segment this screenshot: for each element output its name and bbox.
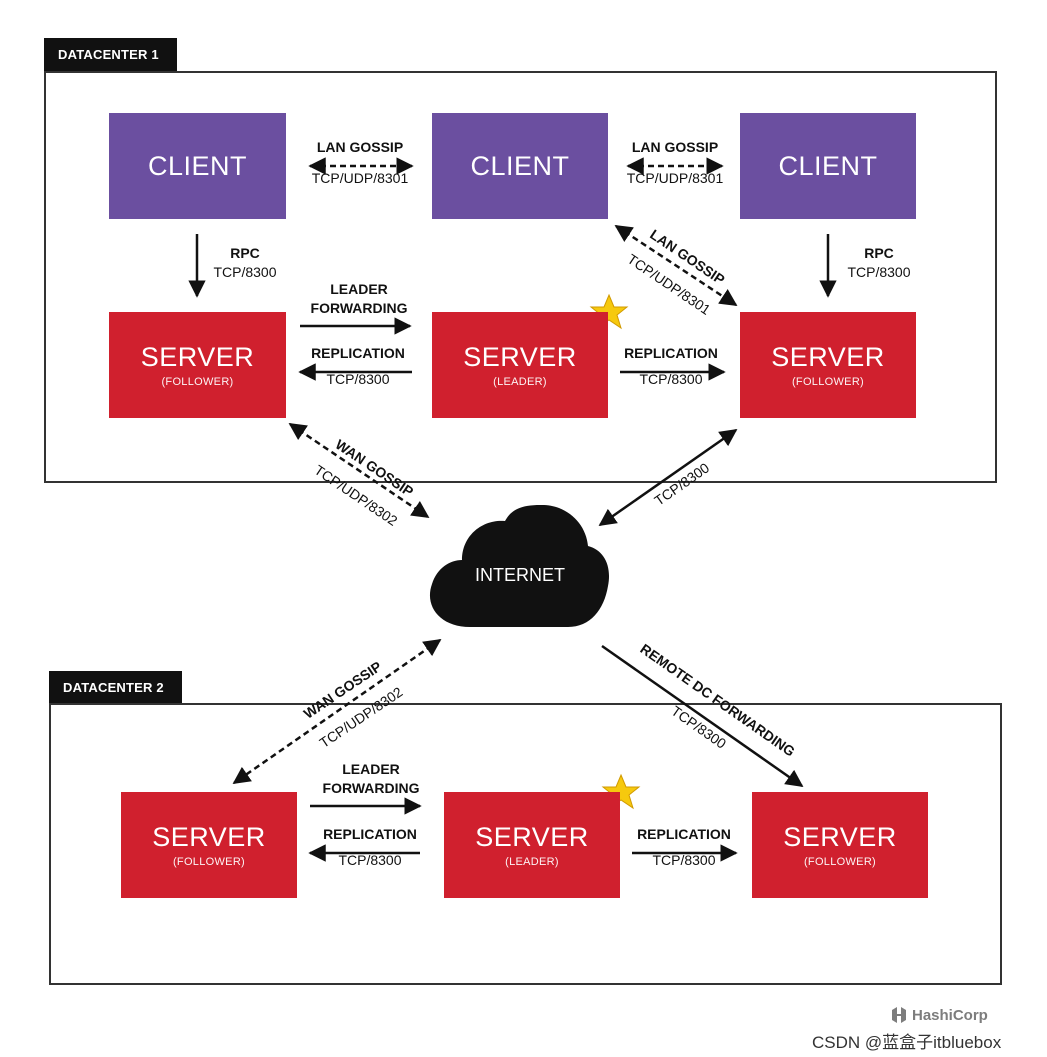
dc1-tcp-internet-link [598, 428, 738, 527]
dc2-server-follower-left[interactable]: SERVER (FOLLOWER) [121, 792, 297, 898]
dc2-replication-right-label: REPLICATION TCP/8300 [624, 825, 744, 870]
lan-gossip-diagonal-link [614, 224, 738, 307]
hashicorp-logo-icon [892, 1007, 906, 1023]
node-role: (LEADER) [493, 376, 547, 388]
lan-gossip-label-2: LAN GOSSIP TCP/UDP/8301 [615, 138, 735, 188]
dc1-server-leader[interactable]: SERVER (LEADER) [432, 312, 608, 418]
dc1-leader-forwarding-label: LEADER FORWARDING [300, 280, 418, 318]
remote-dc-forwarding-link [601, 644, 804, 788]
node-name: SERVER [140, 342, 255, 372]
label-title: REPLICATION [637, 826, 731, 842]
csdn-watermark: CSDN @蓝盒子itbluebox [812, 1033, 1002, 1052]
label-line: FORWARDING [322, 780, 420, 796]
node-name: SERVER [475, 822, 589, 852]
node-name: SERVER [463, 342, 577, 372]
label-port: TCP/8300 [652, 852, 716, 868]
dc1-server-follower-right[interactable]: SERVER (FOLLOWER) [740, 312, 916, 418]
lan-gossip-label-1: LAN GOSSIP TCP/UDP/8301 [300, 138, 420, 188]
node-name: SERVER [783, 822, 897, 852]
label-title: REPLICATION [624, 345, 718, 361]
label-title: RPC [230, 245, 260, 261]
node-name: SERVER [152, 822, 266, 852]
node-name: CLIENT [147, 150, 248, 181]
dc1-client-3[interactable]: CLIENT [740, 113, 916, 219]
label-title: LAN GOSSIP [316, 139, 404, 155]
hashicorp-brand: HashiCorp [890, 1006, 988, 1024]
rpc-label-2: RPC TCP/8300 [839, 244, 919, 282]
internet-label: INTERNET [475, 565, 565, 585]
label-title: RPC [864, 245, 894, 261]
cloud-icon [429, 505, 610, 627]
dc1-server-follower-left[interactable]: SERVER (FOLLOWER) [109, 312, 286, 418]
node-role: (FOLLOWER) [172, 856, 246, 868]
dc2-server-leader[interactable]: SERVER (LEADER) [444, 792, 620, 898]
label-title: REPLICATION [311, 345, 405, 361]
dc1-client-1[interactable]: CLIENT [109, 113, 286, 219]
label-title: REPLICATION [323, 826, 417, 842]
dc2-server-follower-right[interactable]: SERVER (FOLLOWER) [752, 792, 928, 898]
node-role: (FOLLOWER) [791, 376, 865, 388]
label-line: LEADER [342, 761, 400, 777]
label-port: TCP/8300 [639, 371, 703, 387]
dc2-leader-forwarding-label: LEADER FORWARDING [312, 760, 430, 798]
label-port: TCP/8300 [847, 264, 911, 280]
label-port: TCP/8300 [338, 852, 402, 868]
datacenter-2-tab: DATACENTER 2 [49, 671, 182, 703]
dc1-replication-left-label: REPLICATION TCP/8300 [298, 344, 418, 389]
label-line: FORWARDING [310, 300, 408, 316]
label-port: TCP/UDP/8301 [626, 170, 724, 186]
datacenter-1-tab: DATACENTER 1 [44, 38, 177, 71]
node-role: (FOLLOWER) [161, 376, 234, 388]
node-name: SERVER [771, 342, 885, 372]
label-line: LEADER [330, 281, 388, 297]
label-port: TCP/8300 [213, 264, 277, 280]
brand-text: HashiCorp [912, 1006, 988, 1024]
dc1-replication-right-label: REPLICATION TCP/8300 [611, 344, 731, 389]
node-name: CLIENT [470, 150, 570, 181]
label-title: LAN GOSSIP [631, 139, 719, 155]
node-name: CLIENT [778, 150, 878, 181]
dc1-client-2[interactable]: CLIENT [432, 113, 608, 219]
node-role: (FOLLOWER) [803, 856, 877, 868]
rpc-label-1: RPC TCP/8300 [205, 244, 285, 282]
label-port: TCP/8300 [326, 371, 390, 387]
dc2-replication-left-label: REPLICATION TCP/8300 [310, 825, 430, 870]
dc1-wan-gossip-link [288, 422, 430, 519]
node-role: (LEADER) [505, 856, 559, 868]
label-port: TCP/UDP/8301 [311, 170, 409, 186]
dc2-wan-gossip-link [232, 638, 442, 785]
